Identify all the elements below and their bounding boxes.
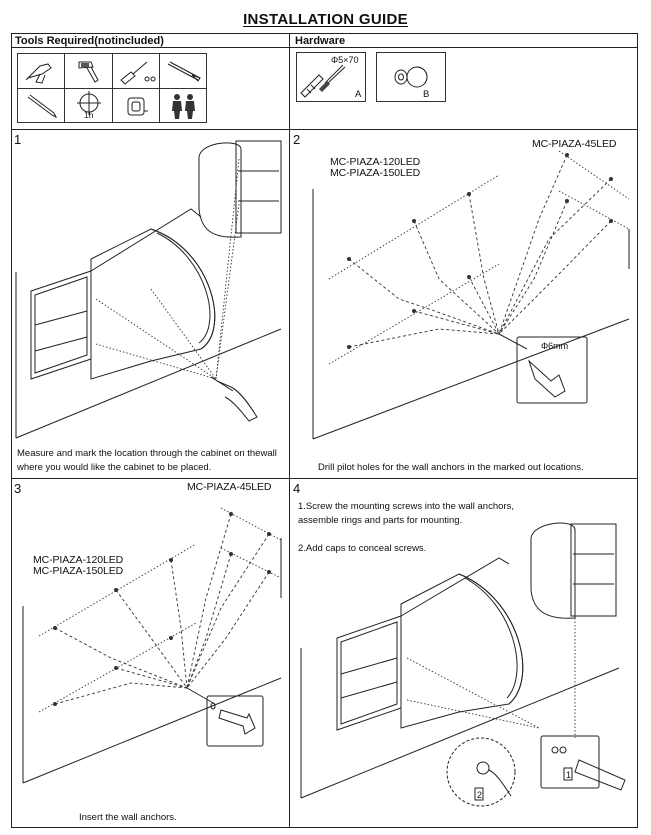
step-2-caption: Drill pilot holes for the wall anchors i… <box>318 462 584 473</box>
column-divider <box>289 33 290 828</box>
step-3-model-45: MC-PIAZA-45LED <box>187 481 272 493</box>
step-1-caption-line-2: where you would like the cabinet to be p… <box>17 462 212 473</box>
drill-icon <box>18 54 65 89</box>
step-4-instruction-1-line-2: assemble rings and parts for mounting. <box>298 515 463 526</box>
row-divider <box>11 478 638 479</box>
hammer-icon <box>65 54 113 89</box>
item-b-label: B <box>423 89 430 100</box>
callout-2: 2 <box>477 790 483 800</box>
step-2-number: 2 <box>293 132 301 147</box>
step-4-number: 4 <box>293 481 301 496</box>
anchor-size-label: Φ5×70 <box>331 55 359 65</box>
step-1-number: 1 <box>14 132 22 147</box>
hardware-item-a: Φ5×70 A <box>296 52 366 102</box>
step-3-number: 3 <box>14 481 22 496</box>
tools-grid: 1h <box>17 53 207 123</box>
step-4-instruction-2: 2.Add caps to conceal screws. <box>298 543 427 554</box>
page-title: INSTALLATION GUIDE <box>243 11 408 28</box>
step-1-caption-line-1: Measure and mark the location through th… <box>17 448 277 459</box>
crosshair-icon: 1h <box>65 89 113 123</box>
drill-size-label: Φ6mm <box>541 341 569 351</box>
chisel-icon <box>160 54 207 89</box>
step-2-model-45: MC-PIAZA-45LED <box>532 138 617 150</box>
hardware-item-b: B <box>376 52 446 102</box>
tools-divider <box>11 129 638 130</box>
step-3-caption: Insert the wall anchors. <box>79 812 177 823</box>
step-4-instruction-1-line-1: 1.Screw the mounting screws into the wal… <box>298 501 514 512</box>
step-3-model-150: MC-PIAZA-150LED <box>33 565 124 577</box>
header-divider <box>11 47 638 48</box>
tools-header: Tools Required(notincluded) <box>15 35 164 47</box>
hardware-header: Hardware <box>295 35 346 47</box>
step-2-illustration <box>312 150 630 440</box>
step-3-illustration <box>22 507 282 784</box>
item-a-label: A <box>355 89 362 100</box>
guide-frame <box>11 33 638 828</box>
tape-measure-icon <box>113 89 160 123</box>
step-2-model-150: MC-PIAZA-150LED <box>330 167 421 179</box>
step-1-illustration <box>15 140 282 439</box>
step-2-model-120: MC-PIAZA-120LED <box>330 156 421 168</box>
screwdriver-icon <box>113 54 160 89</box>
step-3-model-120: MC-PIAZA-120LED <box>33 554 124 566</box>
pencil-icon <box>18 89 65 123</box>
two-people-icon <box>160 89 207 123</box>
step-4-illustration <box>300 522 626 807</box>
time-label: 1h <box>84 110 94 120</box>
callout-1: 1 <box>566 770 572 780</box>
